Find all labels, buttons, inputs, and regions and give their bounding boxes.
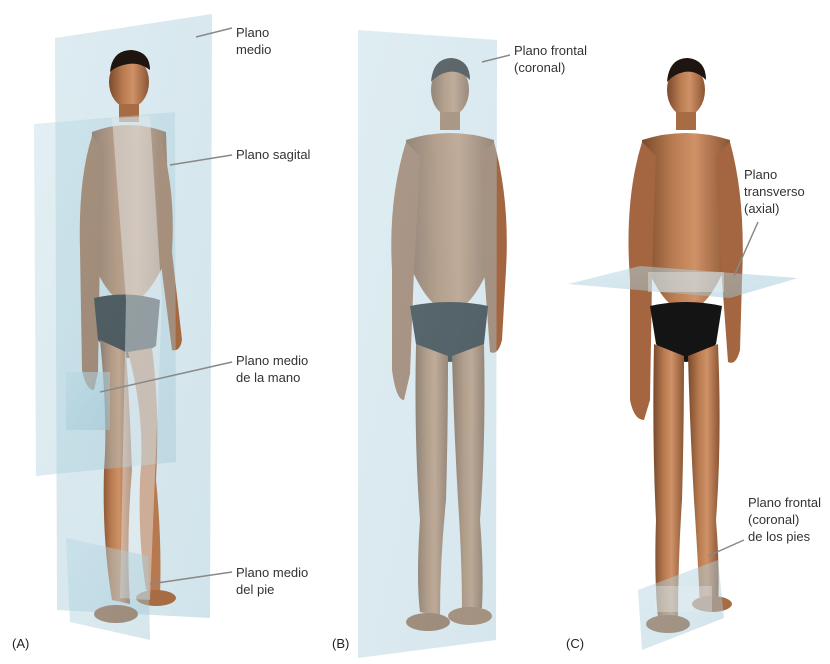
panel-c bbox=[568, 58, 798, 650]
label-transverse-plane: Plano transverso (axial) bbox=[744, 166, 805, 217]
panel-letter-c: (C) bbox=[566, 636, 584, 651]
hand-median-plane bbox=[66, 372, 110, 430]
frontal-plane bbox=[358, 30, 497, 658]
label-foot-median-plane: Plano medio del pie bbox=[236, 564, 308, 598]
label-foot-coronal-plane: Plano frontal (coronal) de los pies bbox=[748, 494, 821, 545]
label-hand-median-plane: Plano medio de la mano bbox=[236, 352, 308, 386]
foot-cut-highlight bbox=[654, 586, 712, 612]
label-median-plane: Plano medio bbox=[236, 24, 271, 58]
human-figure-c bbox=[629, 58, 743, 633]
panel-letter-b: (B) bbox=[332, 636, 349, 651]
label-frontal-plane: Plano frontal (coronal) bbox=[514, 42, 587, 76]
panel-b bbox=[358, 30, 510, 658]
label-sagittal-plane: Plano sagital bbox=[236, 146, 310, 163]
panel-letter-a: (A) bbox=[12, 636, 29, 651]
transverse-cut-highlight bbox=[648, 272, 724, 292]
panel-a bbox=[34, 14, 232, 640]
